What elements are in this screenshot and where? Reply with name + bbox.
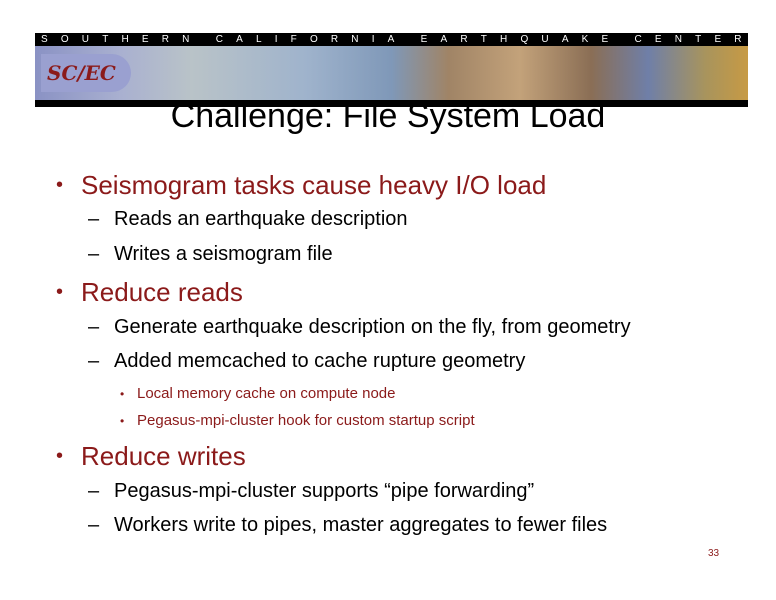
- banner-letter: N: [674, 34, 682, 45]
- sub-text: Generate earthquake description on the f…: [114, 316, 631, 338]
- banner-letter: E: [714, 34, 722, 45]
- banner-letter: A: [236, 34, 243, 45]
- banner-letter: I: [371, 34, 375, 45]
- sub-text: Workers write to pipes, master aggregate…: [114, 514, 608, 536]
- bullet-text: Seismogram tasks cause heavy I/O load: [81, 170, 547, 200]
- banner-letter: K: [581, 34, 589, 45]
- subsub-text: Pegasus-mpi-cluster hook for custom star…: [137, 412, 475, 429]
- subsub-bullet: •Local memory cache on compute node: [120, 385, 396, 402]
- sub-bullet: –Added memcached to cache rupture geomet…: [88, 350, 526, 372]
- banner-letter: E: [420, 34, 428, 45]
- bullet-2: •Reduce reads: [56, 277, 243, 307]
- banner-letter: Q: [520, 34, 529, 45]
- scec-logo: SC/EC: [41, 54, 131, 92]
- subsub-bullet: •Pegasus-mpi-cluster hook for custom sta…: [120, 412, 475, 429]
- banner-letter: E: [601, 34, 609, 45]
- scec-banner: S O U T H E R N C A L I F O R N I A E A R T H Q U A K E C E N T E R SC…: [35, 33, 748, 107]
- banner-letter: T: [695, 34, 702, 45]
- bullet-text: Reduce reads: [81, 277, 243, 307]
- banner-letter: R: [161, 34, 169, 45]
- banner-letter: R: [734, 34, 742, 45]
- sub-bullet: –Generate earthquake description on the …: [88, 316, 631, 338]
- banner-letter: R: [330, 34, 339, 45]
- banner-letter: U: [81, 34, 90, 45]
- banner-letter: H: [500, 34, 508, 45]
- banner-letter: E: [141, 34, 149, 45]
- banner-letter: C: [215, 34, 223, 45]
- banner-letter: C: [634, 34, 642, 45]
- banner-letter: R: [460, 34, 468, 45]
- banner-letter: O: [60, 34, 69, 45]
- page-number: 33: [708, 548, 720, 559]
- subsub-text: Local memory cache on compute node: [137, 385, 396, 402]
- bullet-1: •Seismogram tasks cause heavy I/O load: [56, 170, 547, 200]
- banner-letter: H: [121, 34, 129, 45]
- banner-letter: F: [290, 34, 297, 45]
- banner-letter: N: [182, 34, 190, 45]
- banner-letter: A: [387, 34, 395, 45]
- sub-bullet: –Pegasus-mpi-cluster supports “pipe forw…: [88, 480, 535, 502]
- banner-letter: S: [41, 34, 48, 45]
- banner-letter: U: [541, 34, 549, 45]
- banner-letter: T: [480, 34, 487, 45]
- slide-title: Challenge: File System Load: [170, 97, 606, 135]
- sub-bullet: –Reads an earthquake description: [88, 208, 408, 230]
- sub-text: Reads an earthquake description: [114, 208, 408, 230]
- bullet-3: •Reduce writes: [56, 441, 246, 471]
- banner-letter: I: [274, 34, 278, 45]
- banner-letter: L: [255, 34, 262, 45]
- sub-text: Writes a seismogram file: [114, 243, 333, 265]
- sub-text: Added memcached to cache rupture geometr…: [114, 350, 526, 372]
- banner-letter: E: [654, 34, 662, 45]
- banner-photo: SC/EC: [35, 46, 748, 100]
- banner-letter: A: [561, 34, 569, 45]
- sub-bullet: –Writes a seismogram file: [88, 243, 333, 265]
- banner-letter: O: [309, 34, 318, 45]
- sub-text: Pegasus-mpi-cluster supports “pipe forwa…: [114, 480, 535, 502]
- banner-letter: T: [102, 34, 109, 45]
- sub-bullet: –Workers write to pipes, master aggregat…: [88, 514, 608, 536]
- banner-letter: N: [351, 34, 359, 45]
- bullet-text: Reduce writes: [81, 441, 246, 471]
- banner-letter: A: [440, 34, 448, 45]
